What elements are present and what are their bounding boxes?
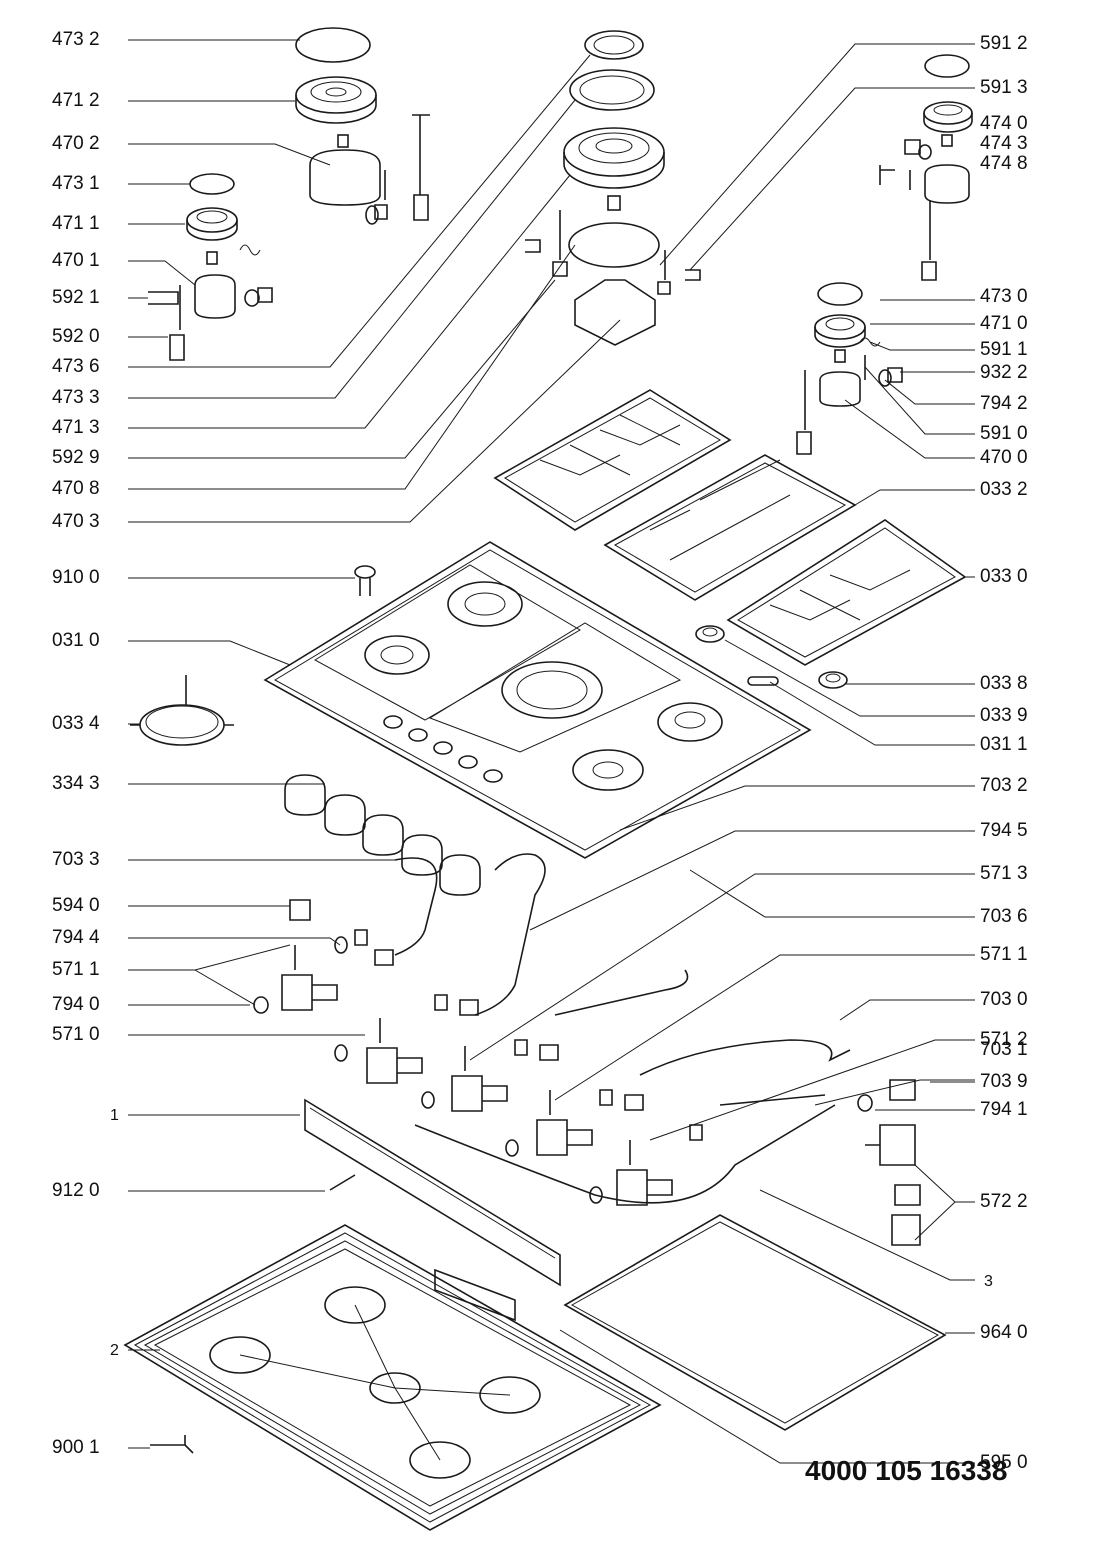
label-1: 1 xyxy=(110,1107,119,1124)
label-473-1: 473 1 xyxy=(52,173,100,194)
document-number: 4000 105 16338 xyxy=(805,1455,1008,1486)
label-592-0: 592 0 xyxy=(52,326,100,347)
label-703-1: 703 1 xyxy=(980,1039,1028,1060)
label-473-2: 473 2 xyxy=(52,29,100,50)
label-471-3: 471 3 xyxy=(52,417,100,438)
label-794-5: 794 5 xyxy=(980,820,1028,841)
label-794-2: 794 2 xyxy=(980,393,1028,414)
label-912-0: 912 0 xyxy=(52,1180,100,1201)
label-794-4: 794 4 xyxy=(52,927,100,948)
leader-lines xyxy=(128,39,975,1464)
label-703-9: 703 9 xyxy=(980,1071,1028,1092)
label-470-8: 470 8 xyxy=(52,478,100,499)
label-470-2: 470 2 xyxy=(52,133,100,154)
label-910-0: 910 0 xyxy=(52,567,100,588)
label-571-2: 571 2 xyxy=(980,1029,1028,1050)
label-703-3: 703 3 xyxy=(52,849,100,870)
label-474-3: 474 3 xyxy=(980,133,1028,154)
label-033-8: 033 8 xyxy=(980,673,1028,694)
label-470-0: 470 0 xyxy=(980,447,1028,468)
label-033-9: 033 9 xyxy=(980,705,1028,726)
label-571-0: 571 0 xyxy=(52,1024,100,1045)
label-794-0: 794 0 xyxy=(52,994,100,1015)
label-2: 2 xyxy=(110,1342,119,1359)
label-334-3: 334 3 xyxy=(52,773,100,794)
label-033-2: 033 2 xyxy=(980,479,1028,500)
label-470-1: 470 1 xyxy=(52,250,100,271)
label-703-6: 703 6 xyxy=(980,906,1028,927)
parts xyxy=(123,27,973,1531)
label-703-0: 703 0 xyxy=(980,989,1028,1010)
label-031-1: 031 1 xyxy=(980,734,1028,755)
label-594-0: 594 0 xyxy=(52,895,100,916)
label-474-0: 474 0 xyxy=(980,113,1028,134)
label-033-0: 033 0 xyxy=(980,566,1028,587)
label-595-0: 595 0 xyxy=(980,1452,1028,1473)
label-033-4: 033 4 xyxy=(52,713,100,734)
label-571-3: 571 3 xyxy=(980,863,1028,884)
label-571-1-left: 571 1 xyxy=(52,959,100,980)
label-471-1: 471 1 xyxy=(52,213,100,234)
label-591-0: 591 0 xyxy=(980,423,1028,444)
label-3: 3 xyxy=(984,1273,993,1290)
label-031-0: 031 0 xyxy=(52,630,100,651)
label-592-9: 592 9 xyxy=(52,447,100,468)
label-571-1-right: 571 1 xyxy=(980,944,1028,965)
label-473-6: 473 6 xyxy=(52,356,100,377)
label-932-2: 932 2 xyxy=(980,362,1028,383)
label-572-2: 572 2 xyxy=(980,1191,1028,1212)
label-703-2: 703 2 xyxy=(980,775,1028,796)
label-964-0: 964 0 xyxy=(980,1322,1028,1343)
label-471-2: 471 2 xyxy=(52,90,100,111)
label-471-0: 471 0 xyxy=(980,313,1028,334)
label-473-0: 473 0 xyxy=(980,286,1028,307)
label-474-8: 474 8 xyxy=(980,153,1028,174)
label-900-1: 900 1 xyxy=(52,1437,100,1458)
label-473-3: 473 3 xyxy=(52,387,100,408)
label-591-1: 591 1 xyxy=(980,339,1028,360)
label-794-1: 794 1 xyxy=(980,1099,1028,1120)
label-591-3: 591 3 xyxy=(980,77,1028,98)
label-591-2: 591 2 xyxy=(980,33,1028,54)
label-470-3: 470 3 xyxy=(52,511,100,532)
label-592-1: 592 1 xyxy=(52,287,100,308)
